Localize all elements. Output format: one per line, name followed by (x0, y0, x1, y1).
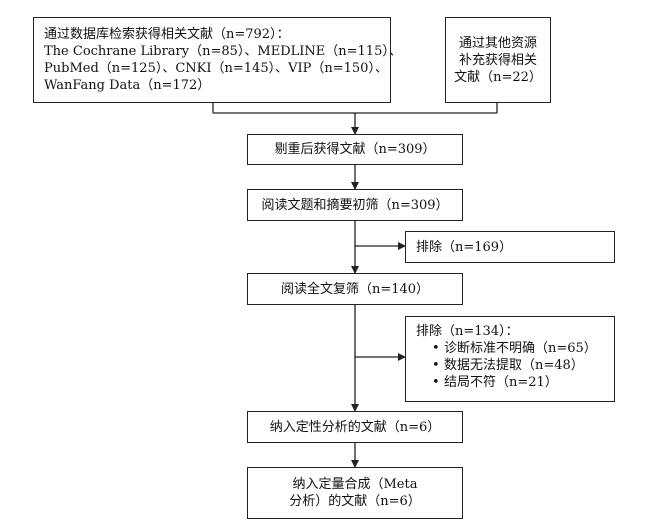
quantitative-line-2: 分析）的文献（n=6） (289, 494, 421, 509)
other-sources-line-3: 文献（n=22） (454, 70, 542, 85)
fulltext-screen-box: 阅读全文复筛（n=140） (247, 273, 463, 305)
qualitative-box: 纳入定性分析的文献（n=6） (247, 411, 463, 443)
title-abstract-screen-box: 阅读文题和摘要初筛（n=309） (247, 189, 463, 221)
database-search-line-4: WanFang Data（n=172） (44, 78, 211, 93)
database-search-line-1: 通过数据库检索获得相关文献（n=792）： (44, 27, 290, 42)
qualitative-label: 纳入定性分析的文献（n=6） (269, 419, 441, 435)
excluded-reasons-list: •诊断标准不明确（n=65） •数据无法提取（n=48） •结局不符（n=21） (430, 340, 614, 391)
other-sources-box: 通过其他资源 补充获得相关 文献（n=22） (445, 17, 551, 103)
excluded-first-label: 排除（n=169） (416, 239, 513, 255)
excluded-reason-item: •诊断标准不明确（n=65） (432, 341, 597, 356)
quantitative-box: 纳入定量合成（Meta 分析）的文献（n=6） (247, 467, 463, 519)
database-search-line-3: PubMed（n=125）、CNKI（n=145）、VIP（n=150）、 (44, 61, 388, 76)
excluded-second-title: 排除（n=134）： (416, 324, 519, 339)
after-dedup-label: 剔重后获得文献（n=309） (274, 142, 436, 157)
excluded-reason-item: •结局不符（n=21） (432, 375, 558, 390)
database-search-box: 通过数据库检索获得相关文献（n=792）： The Cochrane Libra… (33, 17, 402, 103)
excluded-first-box: 排除（n=169） (405, 231, 615, 263)
title-abstract-screen-label: 阅读文题和摘要初筛（n=309） (261, 197, 449, 213)
after-dedup-box: 剔重后获得文献（n=309） (247, 134, 463, 165)
other-sources-line-2: 补充获得相关 (458, 53, 537, 68)
other-sources-line-1: 通过其他资源 (458, 36, 537, 51)
excluded-second-box: 排除（n=134）： •诊断标准不明确（n=65） •数据无法提取（n=48） … (405, 316, 615, 402)
fulltext-screen-label: 阅读全文复筛（n=140） (280, 281, 430, 297)
quantitative-line-1: 纳入定量合成（Meta (292, 477, 418, 492)
excluded-reason-item: •数据无法提取（n=48） (432, 358, 584, 373)
database-search-line-2: The Cochrane Library（n=85）、MEDLINE（n=115… (44, 44, 402, 59)
